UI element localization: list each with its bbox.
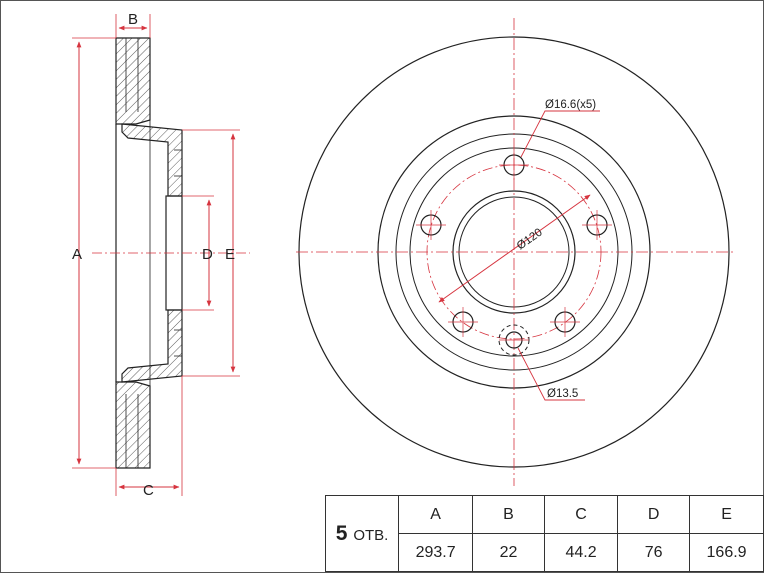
pcd-leader: [438, 194, 591, 303]
front-view: Ø120 Ø16.6(x5) Ø13.5: [296, 18, 734, 486]
dimension-b: B: [115, 11, 151, 38]
holes-unit: ОТВ.: [353, 526, 389, 544]
header-e: E: [689, 495, 764, 534]
header-d: D: [617, 495, 691, 534]
value-c: 44.2: [543, 533, 619, 572]
dim-c-label: C: [143, 482, 154, 499]
dim-d-label: D: [202, 246, 213, 263]
spec-value-row: 293.7 22 44.2 76 166.9: [326, 533, 764, 572]
dimension-d: D: [182, 195, 214, 311]
value-e: 166.9: [689, 533, 764, 572]
spec-table: 5 ОТВ. A B C D E 293.7 22 44.2 76 166.9: [324, 495, 764, 572]
holes-count-cell: 5 ОТВ.: [324, 495, 400, 572]
header-c: C: [543, 495, 619, 534]
small-hole-leader: [517, 347, 585, 401]
bolt-hole-label: Ø16.6(x5): [545, 99, 596, 111]
dim-a-label: A: [72, 246, 82, 263]
small-hole-label: Ø13.5: [547, 388, 578, 400]
value-b: 22: [472, 533, 545, 572]
header-b: B: [472, 495, 545, 534]
holes-count: 5: [335, 521, 348, 545]
value-d: 76: [617, 533, 691, 572]
dimension-c: C: [115, 376, 183, 499]
value-a: 293.7: [398, 533, 474, 572]
side-section-view: A B C D E: [72, 11, 250, 499]
dim-b-label: B: [128, 11, 138, 28]
rim-section-top: [115, 37, 151, 125]
spec-header-row: 5 ОТВ. A B C D E: [324, 495, 764, 572]
small-hole: [498, 324, 530, 356]
dim-e-label: E: [225, 246, 235, 263]
rim-section-bottom: [115, 381, 151, 469]
bolt-hole-leader: [520, 110, 600, 158]
dimension-e: E: [182, 129, 240, 377]
dimension-a: A: [72, 37, 116, 469]
pcd-label: Ø120: [515, 226, 545, 252]
header-a: A: [398, 495, 474, 534]
